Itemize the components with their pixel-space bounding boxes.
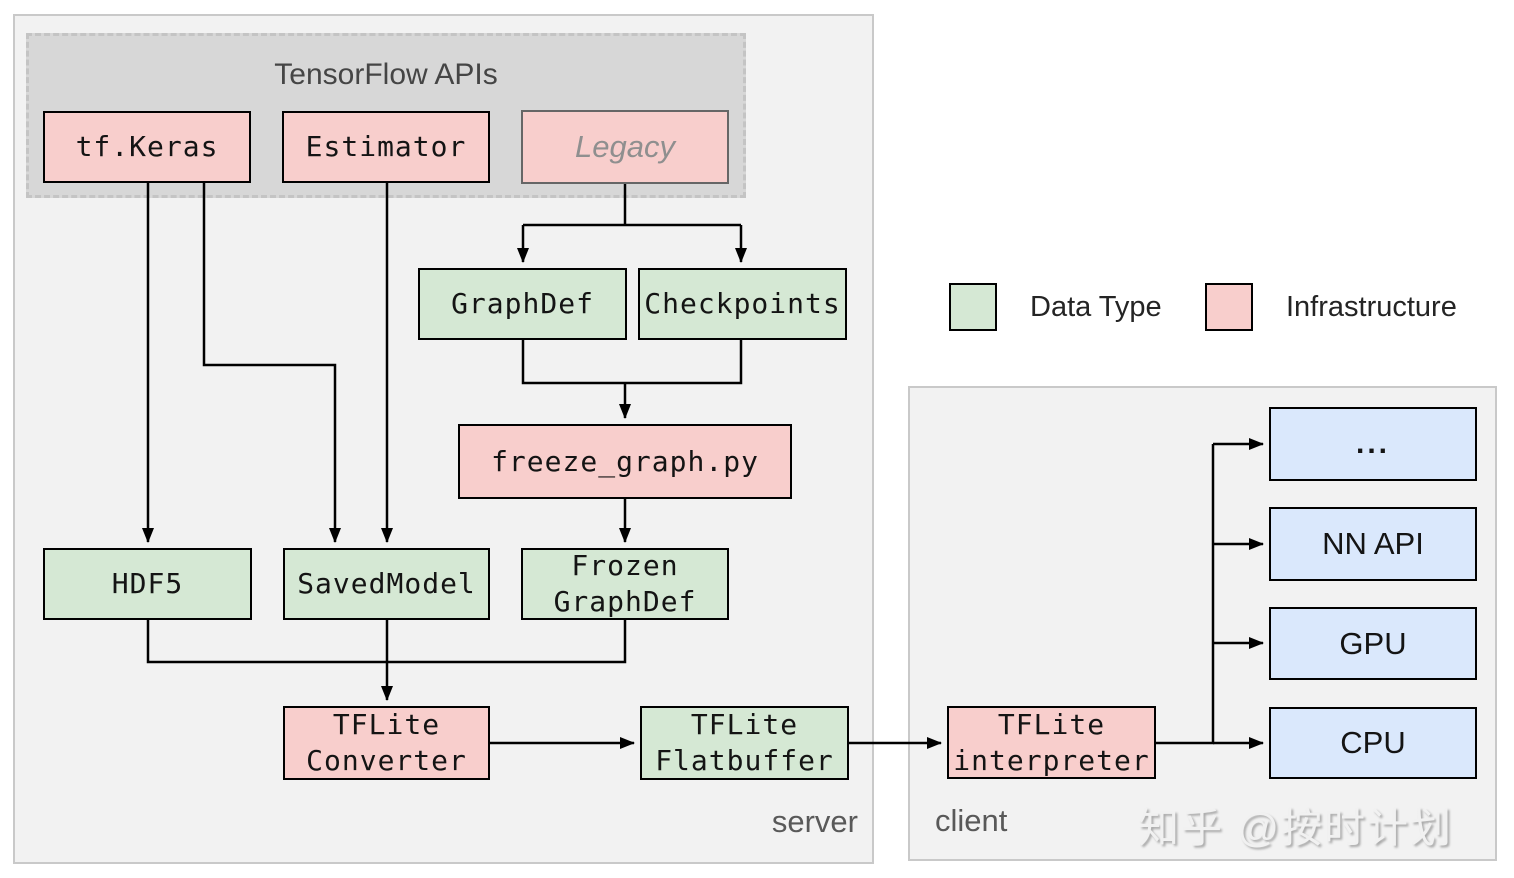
node-delegate-other: ...: [1269, 407, 1477, 481]
node-savedmodel: SavedModel: [283, 548, 490, 620]
node-tflite-interpreter: TFLite interpreter: [947, 706, 1156, 779]
zhihu-watermark: 知乎 @按时计划: [1138, 805, 1454, 851]
node-frozen-graphdef: Frozen GraphDef: [521, 548, 729, 620]
node-estimator: Estimator: [282, 111, 490, 183]
legend-infrastructure-swatch: [1205, 283, 1253, 331]
node-tflite-flatbuffer: TFLite Flatbuffer: [640, 706, 849, 780]
client-panel-label: client: [935, 803, 1008, 838]
legend-data-type-label: Data Type: [1030, 290, 1162, 323]
legend-infrastructure-label: Infrastructure: [1286, 290, 1457, 323]
node-gpu: GPU: [1269, 607, 1477, 680]
node-graphdef: GraphDef: [418, 268, 627, 340]
node-nn-api: NN API: [1269, 507, 1477, 581]
node-hdf5: HDF5: [43, 548, 252, 620]
legend-data-type-swatch: [949, 283, 997, 331]
server-panel-label: server: [771, 804, 858, 839]
node-legacy: Legacy: [521, 110, 729, 184]
node-tflite-converter: TFLite Converter: [283, 706, 490, 780]
node-freeze-graph: freeze_graph.py: [458, 424, 792, 499]
node-cpu: CPU: [1269, 707, 1477, 779]
node-tf-keras: tf.Keras: [43, 111, 251, 183]
node-checkpoints: Checkpoints: [638, 268, 847, 340]
tensorflow-apis-title: TensorFlow APIs: [274, 58, 498, 91]
